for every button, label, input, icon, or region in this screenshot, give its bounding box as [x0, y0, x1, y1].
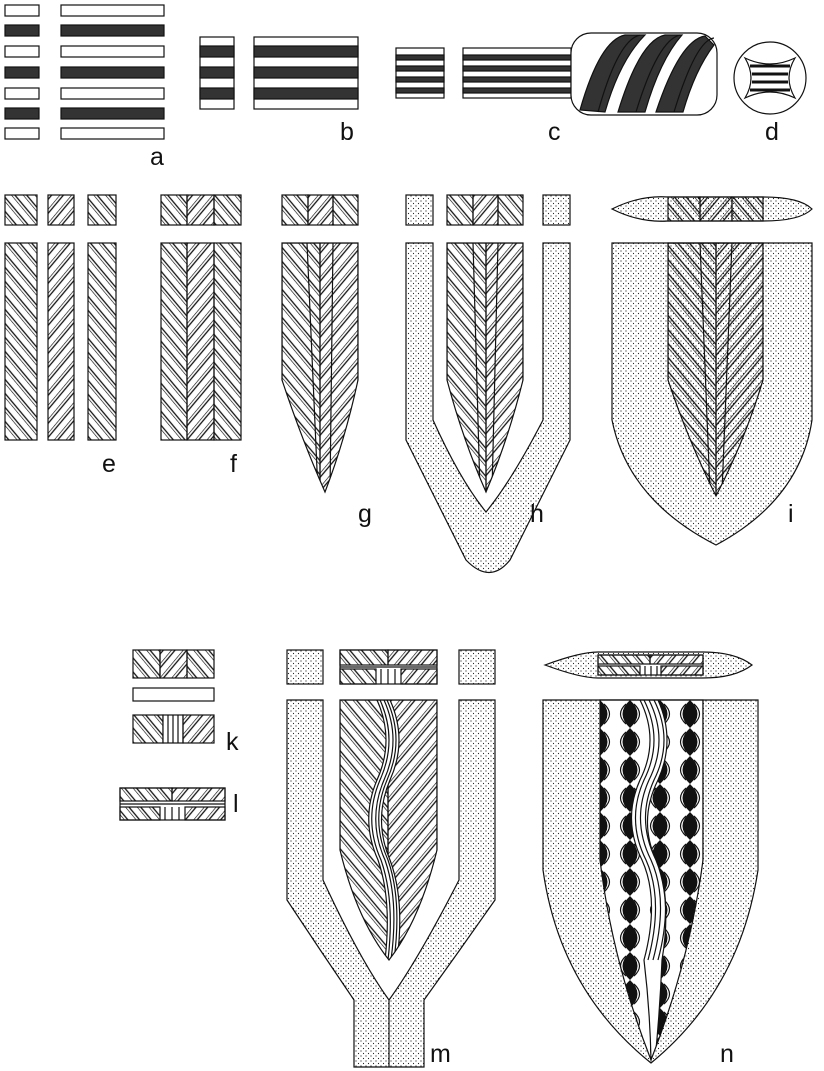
- figure-c-twisted-rod: [571, 33, 717, 115]
- label-b: b: [340, 118, 354, 146]
- figure-a-long-layers: [61, 5, 164, 139]
- label-n: n: [720, 1040, 734, 1068]
- figure-g: g: [282, 195, 372, 528]
- label-e: e: [102, 450, 116, 478]
- figure-d: d: [734, 42, 806, 146]
- figure-h: h: [406, 195, 570, 573]
- label-f: f: [230, 450, 237, 478]
- figure-n: n: [543, 652, 758, 1070]
- label-l: l: [233, 790, 239, 818]
- label-g: g: [358, 500, 372, 528]
- figure-a-short-layers: [5, 5, 39, 139]
- figure-b: b: [200, 37, 358, 146]
- label-d: d: [765, 118, 779, 146]
- figure-c: c: [396, 33, 717, 146]
- figure-k: k: [133, 650, 239, 756]
- label-h: h: [530, 500, 544, 528]
- figure-i: i: [612, 197, 812, 545]
- figure-e: e: [5, 195, 116, 478]
- figure-m: m: [287, 650, 495, 1068]
- label-c: c: [548, 118, 561, 146]
- label-m: m: [430, 1040, 451, 1068]
- figure-l: l: [120, 788, 239, 820]
- label-i: i: [788, 500, 794, 528]
- label-k: k: [226, 728, 239, 756]
- figure-a: a: [5, 5, 164, 171]
- label-a: a: [150, 143, 164, 171]
- figure-f: f: [161, 195, 241, 478]
